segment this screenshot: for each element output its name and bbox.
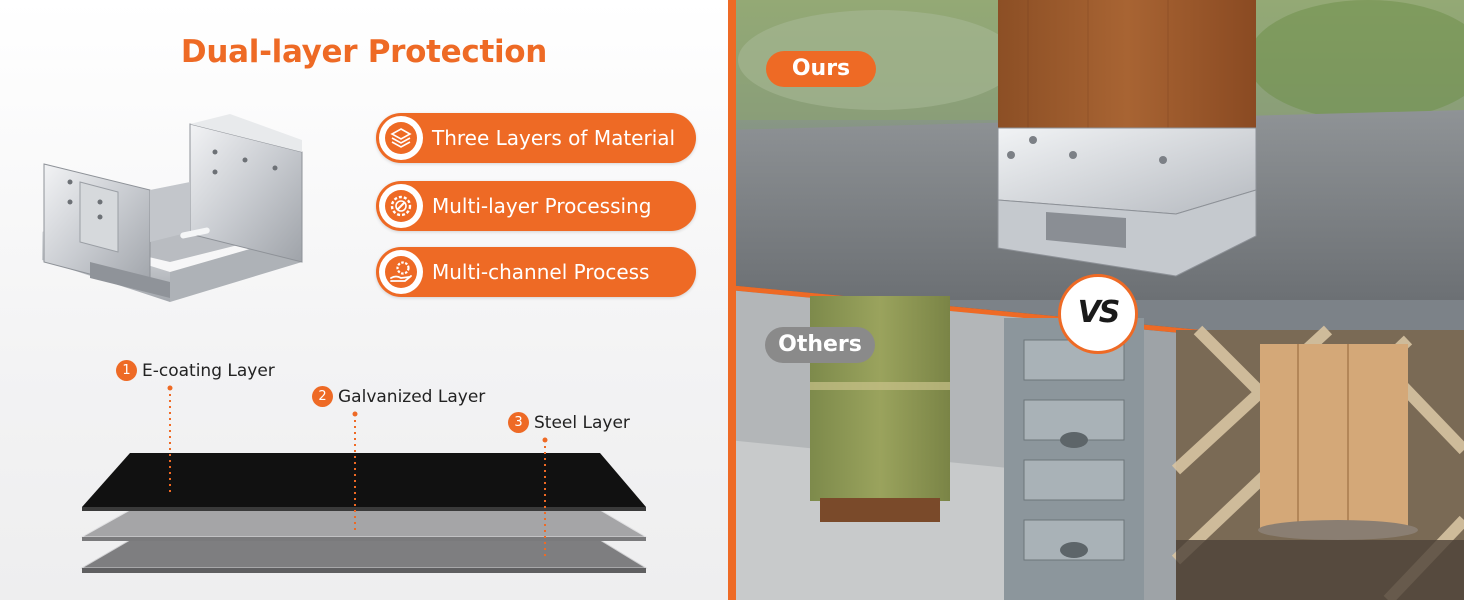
- feature-pill-multi-layer-processing: Multi-layer Processing: [376, 181, 696, 231]
- layer-number-badge: 3: [508, 412, 529, 433]
- ecoating-layer-sheet: [82, 453, 646, 507]
- feature-label: Multi-channel Process: [432, 260, 650, 284]
- post-base-bracket-image: [42, 114, 303, 302]
- left-panel: Dual-layer Protection: [0, 0, 728, 600]
- layer-number-badge: 1: [116, 360, 137, 381]
- feature-label: Multi-layer Processing: [432, 194, 652, 218]
- layers-icon: [379, 116, 423, 160]
- layer-label-text: E-coating Layer: [142, 361, 275, 381]
- others-tag: Others: [765, 327, 875, 363]
- layer-label-text: Galvanized Layer: [338, 387, 486, 407]
- layer-label-text: Steel Layer: [534, 413, 630, 433]
- gear-wrench-icon: [379, 184, 423, 228]
- steel-layer-sheet: [80, 539, 648, 569]
- ours-tag: Ours: [766, 51, 876, 87]
- feature-pill-multi-channel-process: Multi-channel Process: [376, 247, 696, 297]
- layer-stack-diagram: [80, 385, 648, 573]
- page-title: Dual-layer Protection: [180, 34, 548, 70]
- feature-label: Three Layers of Material: [432, 126, 676, 150]
- comparison-photo-panel: Ours Others: [728, 0, 1464, 600]
- layer-number-badge: 2: [312, 386, 333, 407]
- hand-gear-icon: [379, 250, 423, 294]
- feature-pill-three-layers: Three Layers of Material: [376, 113, 696, 163]
- galvanized-layer-sheet: [80, 509, 648, 538]
- vs-badge: VS: [1058, 274, 1138, 354]
